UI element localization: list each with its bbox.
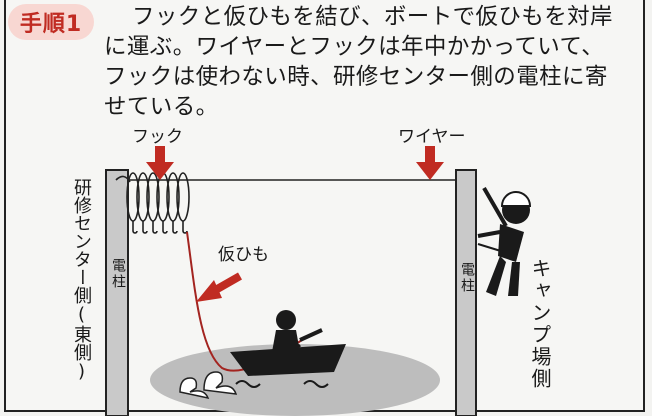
instruction-line-2: に運ぶ。ワイヤーとフックは年中かかっていて、 xyxy=(104,34,605,60)
step-badge: 手順1 xyxy=(8,4,94,40)
left-side-label: 研修センター側(東側) xyxy=(71,178,92,382)
instruction-text: フックと仮ひもを結び、ボートで仮ひもを対岸 に運ぶ。ワイヤーとフックは年中かかっ… xyxy=(104,2,640,122)
wire-label: ワイヤー xyxy=(398,127,466,147)
left-pole-label: 電柱 xyxy=(110,258,126,290)
instruction-line-4: せている。 xyxy=(104,94,219,120)
water-waves xyxy=(235,380,329,388)
wire-down-arrow-icon xyxy=(416,146,444,180)
right-side-label: キャンプ場側 xyxy=(528,258,552,390)
rowboat-person-icon xyxy=(230,310,346,376)
right-pole xyxy=(455,169,477,416)
swan-icon xyxy=(179,371,238,400)
hook-down-arrow-icon xyxy=(146,146,174,180)
right-pole-label: 電柱 xyxy=(459,262,475,294)
temp-rope-label: 仮ひも xyxy=(218,245,269,265)
left-pole xyxy=(105,169,129,416)
hook-label: フック xyxy=(132,127,183,147)
instruction-line-3: フックは使わない時、研修センター側の電柱に寄 xyxy=(104,64,608,90)
instruction-line-1: フックと仮ひもを結び、ボートで仮ひもを対岸 xyxy=(132,4,613,30)
worker-climbing-icon xyxy=(477,186,532,296)
hook-coil-icon xyxy=(115,172,190,234)
temp-rope-arrow-icon xyxy=(196,272,242,302)
pond-shape xyxy=(150,344,440,416)
